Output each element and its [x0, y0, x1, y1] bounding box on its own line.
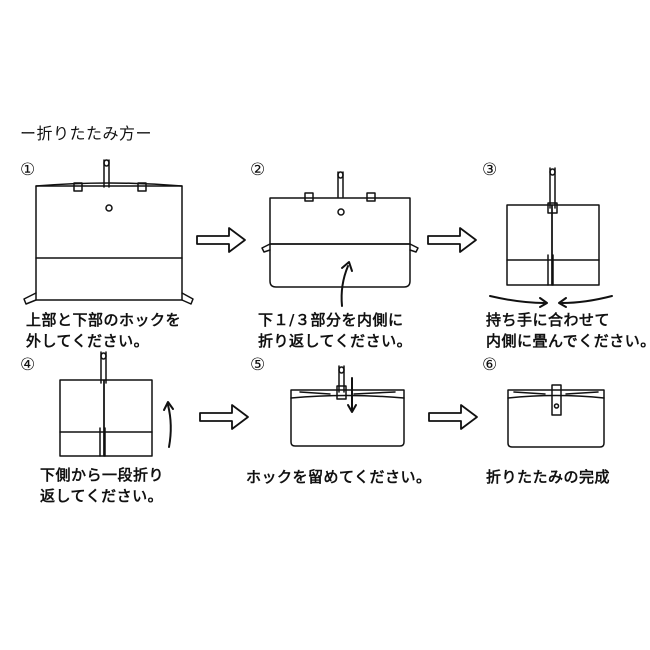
step-6-caption-line1: 折りたたみの完成	[486, 468, 611, 486]
step-3-caption-line2: 内側に畳んでください。	[486, 332, 650, 350]
step-1-bag-illustration	[24, 160, 193, 304]
step-4-caption-line2: 返してください。	[40, 487, 164, 505]
step-3-caption-line1: 持ち手に合わせて	[486, 311, 611, 329]
arrow-right-4	[429, 405, 477, 429]
step-5-caption-line1: ホックを留めてください。	[246, 468, 432, 486]
step-5-bag-illustration	[291, 366, 404, 446]
arrow-right-2	[428, 228, 476, 252]
step-3-number: ③	[482, 160, 498, 180]
page-title: ー折りたたみ方ー	[20, 124, 153, 143]
step-6-bag-illustration	[508, 385, 604, 447]
step-2-caption-line1: 下１/３部分を内側に	[258, 311, 404, 329]
step-1-caption-line1: 上部と下部のホックを	[26, 311, 182, 329]
step-6-number: ⑥	[482, 355, 498, 375]
arrow-right-3	[200, 405, 248, 429]
step-1-caption-line2: 外してください。	[26, 332, 150, 350]
arrow-right-1	[197, 228, 245, 252]
step-2-bag-illustration	[262, 172, 418, 306]
step-4-bag-illustration	[60, 352, 173, 456]
step-5-number: ⑤	[250, 355, 266, 375]
step-3-bag-illustration	[490, 168, 612, 307]
step-2-caption-line2: 折り返してください。	[258, 332, 413, 350]
step-4-number: ④	[20, 355, 36, 375]
step-4-caption-line1: 下側から一段折り	[40, 466, 165, 484]
step-1-number: ①	[20, 160, 36, 180]
step-2-number: ②	[250, 160, 266, 180]
